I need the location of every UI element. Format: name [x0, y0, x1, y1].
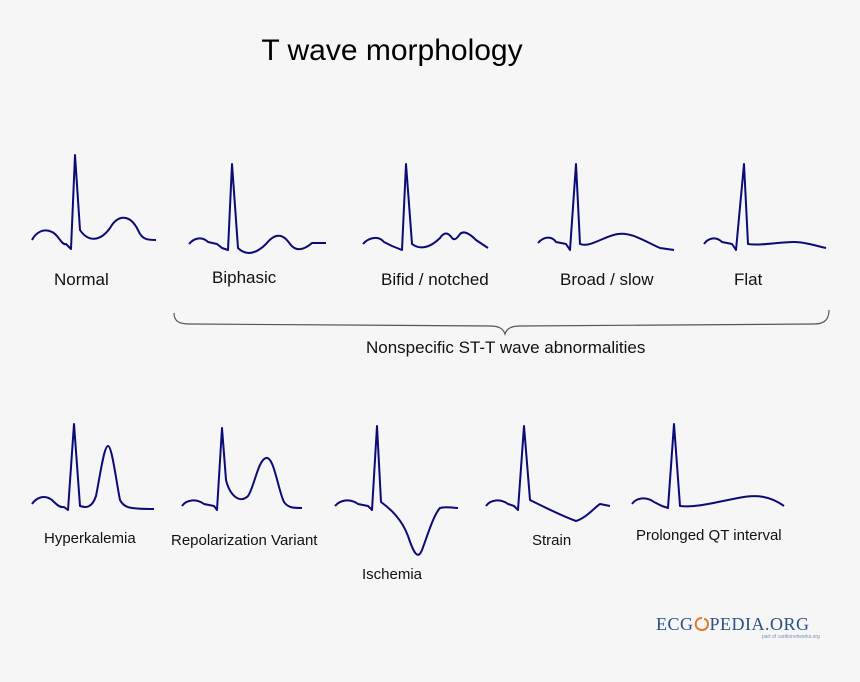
label-prolonged-qt: Prolonged QT interval	[636, 527, 782, 544]
label-strain: Strain	[532, 532, 572, 549]
label-repolarization-variant: Repolarization Variant	[171, 532, 318, 549]
group-label-nonspecific: Nonspecific ST-T wave abnormalities	[366, 338, 646, 357]
logo-text-left: ECG	[656, 614, 694, 634]
trace-prolonged-qt	[631, 423, 785, 509]
logo-tagline: part of cardionetworks.org	[762, 634, 820, 640]
group-brace	[173, 309, 830, 336]
trace-ischemia	[334, 425, 459, 556]
label-biphasic: Biphasic	[212, 268, 277, 287]
ecgpedia-logo[interactable]: ECG PEDIA.ORG part of cardionetworks.org	[656, 614, 820, 640]
label-ischemia: Ischemia	[362, 566, 423, 583]
label-bifid-notched: Bifid / notched	[381, 270, 489, 289]
trace-broad	[537, 163, 675, 251]
logo-heart-icon	[694, 617, 709, 631]
page-title: T wave morphology	[261, 34, 523, 67]
trace-hyperkalemia	[31, 423, 155, 511]
label-broad-slow: Broad / slow	[560, 270, 654, 289]
trace-repolarization	[181, 427, 303, 511]
label-normal: Normal	[54, 270, 109, 289]
trace-strain	[485, 425, 611, 522]
trace-biphasic	[188, 163, 326, 254]
label-flat: Flat	[734, 270, 763, 289]
trace-bifid	[362, 163, 489, 251]
trace-normal	[31, 154, 157, 250]
label-hyperkalemia: Hyperkalemia	[44, 530, 136, 547]
logo-text-right: PEDIA.ORG	[709, 614, 810, 634]
trace-flat	[703, 163, 827, 251]
